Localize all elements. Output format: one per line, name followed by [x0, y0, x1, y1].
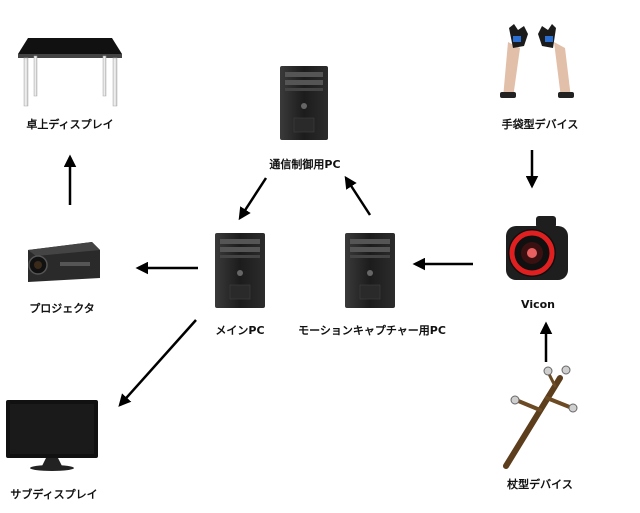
projector-icon — [28, 242, 100, 282]
glove-device-icon — [500, 24, 574, 98]
pc-tower-icon — [215, 233, 265, 308]
node-label-tabletop-display: 卓上ディスプレイ — [26, 118, 114, 131]
node-label-comm-pc: 通信制御用PC — [269, 158, 341, 171]
node-label-projector: プロジェクタ — [29, 302, 95, 315]
table-display-icon — [18, 38, 122, 107]
monitor-icon — [6, 400, 98, 471]
arrow-mocap-to-comm — [344, 175, 372, 216]
vicon-camera-icon — [506, 216, 568, 280]
pc-tower-icon — [345, 233, 395, 308]
arrow-main-to-subdisplay — [118, 319, 197, 407]
arrow-comm-to-main — [238, 177, 268, 221]
node-label-glove-device: 手袋型デバイス — [501, 118, 579, 131]
node-label-vicon: Vicon — [521, 298, 555, 311]
edge-arrows — [63, 150, 553, 407]
staff-device-icon — [503, 365, 578, 469]
node-label-staff-device: 杖型デバイス — [507, 478, 573, 491]
node-label-sub-display: サブディスプレイ — [10, 488, 98, 501]
node-label-main-pc: メインPC — [215, 324, 265, 337]
pc-tower-icon — [280, 66, 328, 140]
node-label-mocap-pc: モーションキャプチャー用PC — [298, 324, 446, 337]
